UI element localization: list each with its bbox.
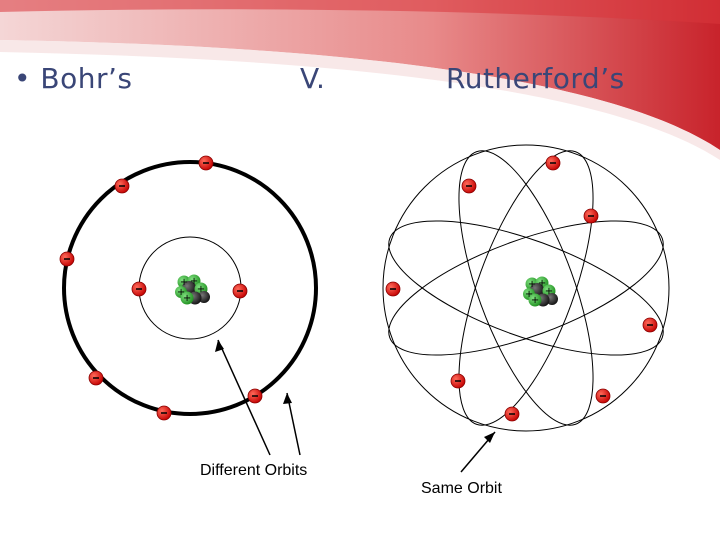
rutherford-title: Rutherford’s xyxy=(446,62,625,95)
bohr-electron xyxy=(232,283,248,299)
bohr-electron xyxy=(131,281,147,297)
rutherford-nucleus xyxy=(523,276,558,307)
rutherford-electron xyxy=(504,406,520,422)
bohr-electron xyxy=(88,370,104,386)
bohr-electron xyxy=(114,178,130,194)
pointer-arrowhead xyxy=(484,432,495,443)
bohr-title: • Bohr’s xyxy=(14,62,133,95)
rutherford-electron xyxy=(583,208,599,224)
different-orbits-caption: Different Orbits xyxy=(200,462,308,479)
rutherford-orbit xyxy=(388,220,664,356)
bohr-nucleus xyxy=(175,274,210,305)
rutherford-electron xyxy=(450,373,466,389)
rutherford-orbit xyxy=(458,150,594,426)
rutherford-electron xyxy=(385,281,401,297)
bohr-atom xyxy=(59,155,318,456)
pointer-arrowhead xyxy=(215,340,224,352)
rutherford-atom xyxy=(382,144,670,473)
bohr-electron xyxy=(59,251,75,267)
rutherford-orbit xyxy=(458,150,594,426)
same-orbit-caption: Same Orbit xyxy=(421,480,502,497)
rutherford-outer-sphere xyxy=(382,144,670,432)
versus-label: V. xyxy=(300,62,326,95)
bohr-electron xyxy=(156,405,172,421)
rutherford-electron xyxy=(545,155,561,171)
pointer-arrow xyxy=(217,339,271,456)
pointer-arrow xyxy=(286,392,301,456)
bohr-electron xyxy=(198,155,214,171)
bohr-outer-orbit xyxy=(62,160,318,416)
pointer-arrowhead xyxy=(283,393,292,404)
header-banner xyxy=(0,0,720,160)
bohr-electron xyxy=(247,388,263,404)
rutherford-electron xyxy=(461,178,477,194)
rutherford-orbit xyxy=(388,220,664,356)
rutherford-electron xyxy=(595,388,611,404)
rutherford-electron xyxy=(642,317,658,333)
